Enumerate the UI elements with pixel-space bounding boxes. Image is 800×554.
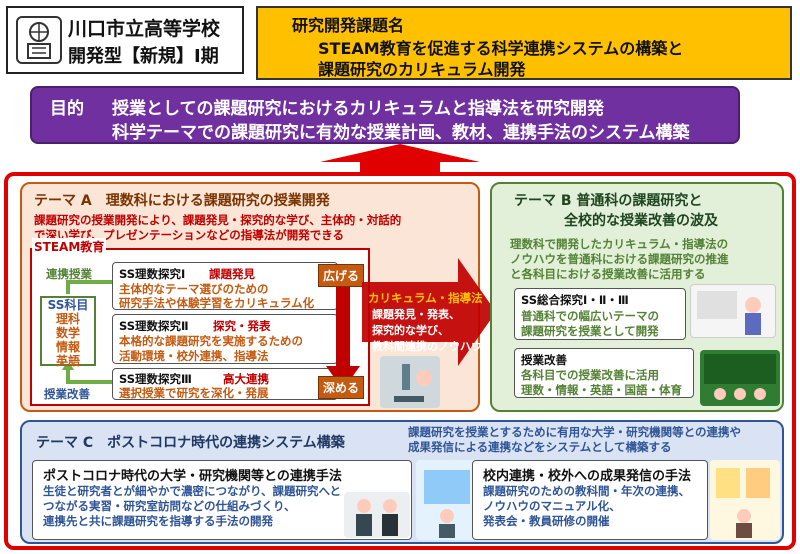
theme-c-left-line2: つながる実習・研究室訪問などの仕組みづくり、 bbox=[43, 499, 296, 513]
course-2-name: SS理数探究Ⅱ bbox=[119, 319, 189, 333]
course-3-name: SS理数探究Ⅲ bbox=[119, 372, 192, 386]
theme-c-left-title: ポストコロナ時代の大学・研究機関等との連携手法 bbox=[43, 469, 342, 484]
theme-b-desc1: 理数科で開発したカリキュラム・指導法の bbox=[510, 237, 729, 251]
curriculum-title: カリキュラム・指導法 bbox=[368, 291, 483, 305]
theme-c-title: テーマ C ポストコロナ時代の連携システム構築 bbox=[36, 435, 345, 451]
theme-c-right-line2: ノウハウのマニュアル化、 bbox=[483, 499, 621, 513]
school-box: 川口市立高等学校 開発型【新規】Ⅰ期 bbox=[6, 6, 244, 74]
presentation-photo bbox=[416, 460, 478, 540]
research-title-label: 研究開発課題名 bbox=[292, 16, 405, 35]
subject-math: 数学 bbox=[55, 326, 80, 340]
research-title-line2: 課題研究のカリキュラム開発 bbox=[318, 60, 526, 79]
course-1-name: SS理数探究Ⅰ bbox=[119, 267, 186, 281]
theme-b-box-1: SS総合探究Ⅰ・Ⅱ・Ⅲ 普通科での幅広いテーマの 課題研究を授業として開発 bbox=[514, 288, 686, 340]
course-2-body2: 活動環境・校外連携、指導法 bbox=[119, 349, 269, 363]
theme-b-box2-name: 授業改善 bbox=[521, 353, 567, 367]
improvement-label: 授業改善 bbox=[44, 387, 90, 401]
theme-c-right-box: 校内連携・校外への成果発信の手法 課題研究のための教科間・年次の連携、 ノウハウ… bbox=[472, 460, 708, 540]
theme-b-box-2: 授業改善 各科目での授業改善に活用 理数・情報・英語・国語・体育 bbox=[514, 348, 694, 398]
purpose-banner: 目的 授業としての課題研究におけるカリキュラムと指導法を研究開発 科学テーマでの… bbox=[30, 86, 740, 144]
theme-b-desc2: ノウハウを普通科における課題研究の推進 bbox=[510, 252, 729, 266]
subject-science: 理科 bbox=[55, 312, 80, 326]
course-2-body1: 本格的な課題研究を実施するための bbox=[119, 334, 303, 348]
theme-c-right-line1: 課題研究のための教科間・年次の連携、 bbox=[483, 484, 690, 498]
steam-label: STEAM教育 bbox=[32, 238, 107, 255]
up-arrow-icon bbox=[320, 144, 480, 176]
theme-c-desc1: 課題研究を授業とするために有用な大学・研究機関等との連携や bbox=[408, 425, 742, 439]
school-seal-icon bbox=[16, 16, 62, 64]
theme-b-desc3: と各科目における授業改善に活用する bbox=[510, 267, 706, 281]
theme-b-box1-name: SS総合探究Ⅰ・Ⅱ・Ⅲ bbox=[521, 293, 629, 307]
right-arrow-icon bbox=[362, 258, 496, 366]
course-3-body1: 選択授業で研究を深化・発展 bbox=[119, 386, 269, 400]
purpose-label: 目的 bbox=[50, 99, 84, 119]
course-2-keyword: 探究・発表 bbox=[213, 319, 271, 333]
course-1-body2: 研究手法や体験学習をカリキュラム化 bbox=[119, 296, 315, 310]
subject-info: 情報 bbox=[55, 340, 80, 354]
microscope-photo bbox=[380, 356, 440, 408]
theme-c-left-line3: 連携先と共に課題研究を指導する手法の開発 bbox=[43, 514, 273, 528]
research-title-line1: STEAM教育を促進する科学連携システムの構築と bbox=[318, 39, 684, 58]
theme-b-title1: テーマ B 普通科の課題研究と bbox=[514, 193, 703, 209]
purpose-line1: 授業としての課題研究におけるカリキュラムと指導法を研究開発 bbox=[112, 99, 604, 119]
theme-b-box2-line2: 理数・情報・英語・国語・体育 bbox=[521, 383, 682, 397]
subjects-box: SS科目 理科 数学 情報 英語 bbox=[40, 296, 96, 368]
theme-a-title: テーマ A 理数科における課題研究の授業開発 bbox=[34, 193, 330, 209]
widen-tag: 広げる bbox=[318, 264, 365, 287]
purpose-line2: 科学テーマでの課題研究に有効な授業計画、教材、連携手法のシステム構築 bbox=[112, 123, 690, 143]
curriculum-line-1: 課題発見・発表、 bbox=[372, 308, 460, 321]
deepen-tag: 深める bbox=[318, 376, 365, 399]
program-type: 開発型【新規】Ⅰ期 bbox=[68, 46, 219, 67]
course-1-keyword: 課題発見 bbox=[209, 267, 255, 281]
course-3-keyword: 高大連携 bbox=[223, 372, 269, 386]
theme-b-box2-line1: 各科目での授業改善に活用 bbox=[521, 368, 659, 382]
theme-c-right-title: 校内連携・校外への成果発信の手法 bbox=[483, 469, 692, 484]
curriculum-lines: 課題発見・発表、 探究的な学び、 教科間連携のノウハウ bbox=[372, 306, 488, 354]
subject-ss: SS科目 bbox=[47, 298, 89, 312]
theme-c-desc2: 成果発信による連携などをシステムとして構築する bbox=[408, 440, 672, 454]
classroom-photo-1 bbox=[690, 284, 776, 338]
theme-c-right-line3: 発表会・教員研修の開催 bbox=[483, 514, 610, 528]
course-box-1: SS理数探究Ⅰ 課題発見 主体的なテーマ選びのための 研究手法や体験学習をカリキ… bbox=[112, 262, 338, 310]
theme-a-desc1: 課題研究の授業開発により、課題発見・探究的な学び、主体的・対話的 bbox=[34, 213, 402, 227]
meeting-photo bbox=[344, 492, 410, 538]
curriculum-line-2: 探究的な学び、 bbox=[372, 324, 449, 337]
poster-photo bbox=[710, 460, 780, 540]
theme-b-box1-line1: 普通科での幅広いテーマの bbox=[521, 309, 659, 323]
research-title-box: 研究開発課題名 STEAM教育を促進する科学連携システムの構築と 課題研究のカリ… bbox=[256, 6, 792, 80]
theme-b-title2: 全校的な授業改善の波及 bbox=[564, 213, 718, 229]
course-box-3: SS理数探究Ⅲ 高大連携 選択授業で研究を深化・発展 bbox=[112, 368, 338, 400]
classroom-photo-2 bbox=[700, 350, 780, 406]
course-box-2: SS理数探究Ⅱ 探究・発表 本格的な課題研究を実施するための 活動環境・校外連携… bbox=[112, 314, 338, 364]
theme-c-left-line1: 生徒と研究者とが細やかで濃密につながり、課題研究へと bbox=[43, 484, 341, 498]
theme-a-desc2: で深い学び、プレゼンテーションなどの指導法が開発できる bbox=[34, 228, 345, 242]
course-1-body1: 主体的なテーマ選びのための bbox=[119, 282, 269, 296]
subject-english: 英語 bbox=[55, 354, 80, 368]
theme-b-box1-line2: 課題研究を授業として開発 bbox=[521, 324, 659, 338]
cooperation-label: 連携授業 bbox=[46, 267, 92, 281]
school-name: 川口市立高等学校 bbox=[68, 18, 221, 40]
curriculum-line-3: 教科間連携のノウハウ bbox=[372, 340, 482, 353]
